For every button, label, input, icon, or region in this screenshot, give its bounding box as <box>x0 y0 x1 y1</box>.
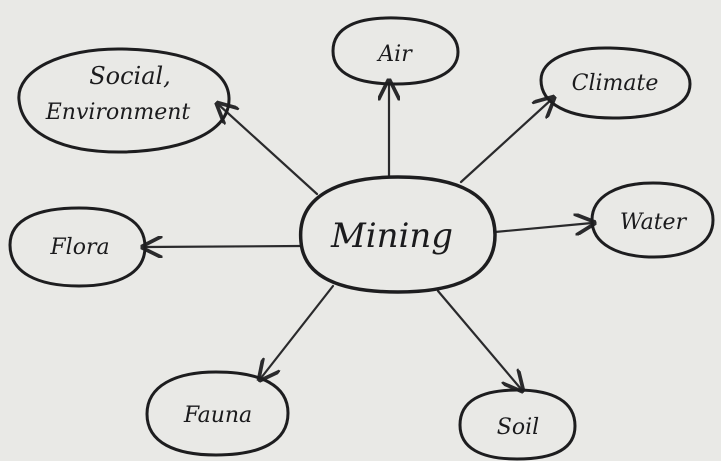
node-mining-label: Mining <box>330 216 453 256</box>
node-fauna-label: Fauna <box>183 403 252 428</box>
edge-mining-fauna <box>261 284 335 378</box>
node-air-label: Air <box>376 42 413 67</box>
edge-mining-water <box>493 223 592 232</box>
edge-mining-soil <box>436 289 521 389</box>
node-social-environment: Social, Environment <box>17 47 231 154</box>
node-flora: Flora <box>8 206 147 288</box>
node-mining: Mining <box>298 175 497 294</box>
node-flora-label: Flora <box>49 235 109 260</box>
edge-mining-climate <box>459 99 552 184</box>
node-soil: Soil <box>458 388 577 461</box>
node-climate-label: Climate <box>572 71 659 96</box>
node-air: Air <box>331 16 460 86</box>
node-water: Water <box>590 181 715 259</box>
node-water-label: Water <box>620 210 688 235</box>
node-soil-label: Soil <box>497 415 539 440</box>
node-fauna: Fauna <box>145 370 290 457</box>
edge-mining-flora <box>145 246 303 247</box>
node-social-environment-label-line-2: Environment <box>45 100 191 125</box>
edge-mining-social-environment <box>219 105 319 196</box>
node-social-environment-label-line-1: Social, <box>89 62 171 90</box>
node-climate: Climate <box>539 46 692 120</box>
